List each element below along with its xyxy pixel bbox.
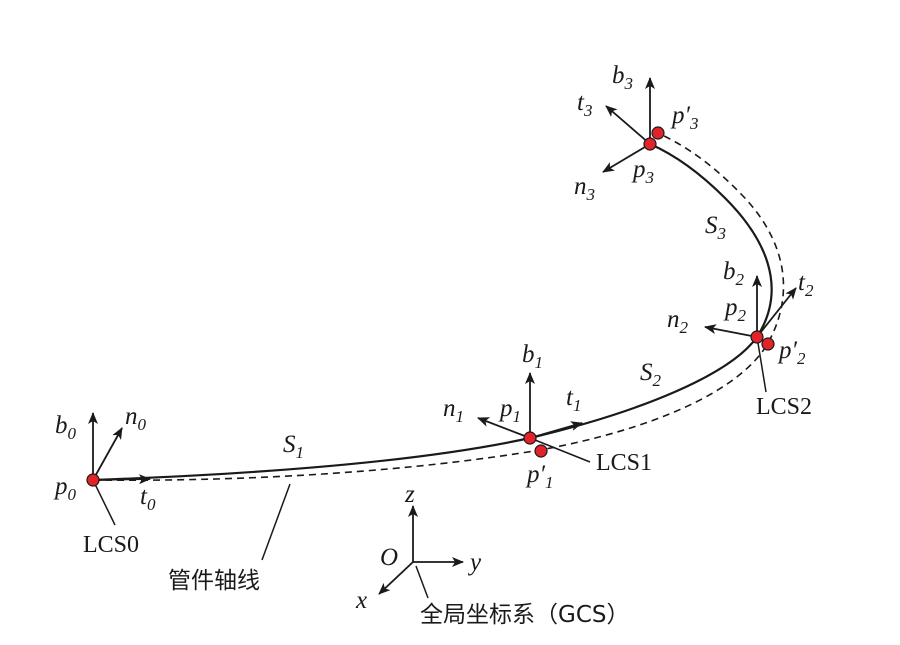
label-n1: n1: [443, 395, 464, 426]
point-p3-prime: [651, 126, 665, 140]
label-n2: n2: [667, 306, 689, 337]
label-gcs-z: z: [404, 481, 415, 508]
vector-t1: [529, 421, 583, 439]
lcs0-leader: [92, 479, 116, 526]
label-n3: n3: [574, 173, 595, 204]
vector-n0: [92, 427, 123, 481]
label-s2: S2: [640, 359, 662, 390]
label-p2: p2: [723, 294, 747, 325]
label-lcs2: LCS2: [756, 394, 812, 420]
label-lcs1: LCS1: [596, 450, 652, 476]
vector-n1: [477, 417, 531, 439]
label-p0: p0: [53, 473, 77, 504]
vector-n3: [602, 143, 651, 173]
label-b3: b3: [612, 62, 633, 93]
gcs-leader: [415, 565, 429, 599]
label-p2-prime: p′2: [777, 337, 806, 368]
label-gcs-y: y: [467, 549, 482, 576]
label-n0: n0: [125, 403, 147, 434]
label-t0: t0: [140, 483, 156, 514]
offset-curve-dashed: [92, 132, 785, 482]
point-p1: [523, 431, 537, 445]
gcs-x-axis: [378, 561, 414, 595]
label-b2: b2: [723, 258, 745, 289]
lcs2-leader: [756, 336, 767, 393]
point-p2-prime: [761, 337, 775, 351]
label-p3-prime: p′3: [670, 102, 698, 133]
point-p2: [750, 330, 764, 344]
label-p1-prime: p′1: [525, 461, 553, 492]
point-p1-prime: [534, 444, 548, 458]
label-pipe-axis: 管件轴线: [168, 568, 260, 594]
vector-t0: [92, 474, 151, 485]
label-s1: S1: [283, 431, 304, 462]
vector-n2: [704, 324, 758, 338]
label-gcs-x: x: [355, 587, 367, 614]
frame-lcs0: [88, 412, 151, 526]
label-s3: S3: [705, 212, 726, 243]
label-b0: b0: [55, 412, 77, 443]
pipe-axis-leader: [261, 483, 291, 561]
label-lcs0: LCS0: [83, 532, 139, 558]
lcs1-leader: [529, 437, 591, 463]
label-gcs: 全局坐标系（GCS）: [420, 602, 629, 628]
vector-t3: [605, 105, 651, 145]
label-gcs-origin: O: [380, 544, 398, 571]
label-b1: b1: [522, 341, 543, 372]
frame-lcs1: [477, 372, 591, 463]
pipe-axis-curve: [92, 142, 773, 482]
frame-3: [602, 77, 655, 173]
label-t1: t1: [566, 384, 581, 415]
label-p1: p1: [498, 395, 521, 426]
label-p3: p3: [631, 156, 654, 187]
point-p0: [86, 473, 100, 487]
frame-lcs2: [704, 275, 797, 393]
point-p3: [643, 137, 657, 151]
label-t3: t3: [577, 89, 592, 120]
global-coordinate-system: [378, 505, 464, 599]
label-t2: t2: [798, 269, 814, 300]
vector-t2: [756, 287, 797, 338]
